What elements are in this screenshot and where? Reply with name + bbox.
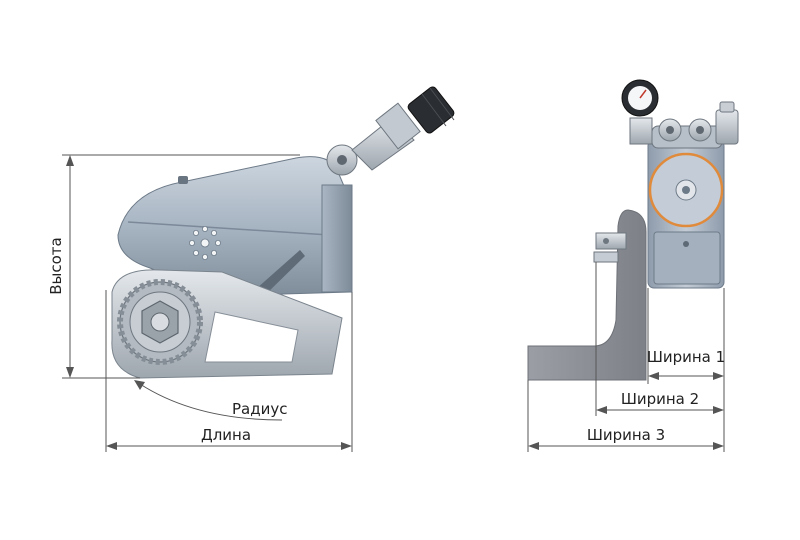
vent-rosette [188, 225, 221, 260]
rear-block [321, 184, 353, 293]
label-radius: Радиус [232, 400, 287, 418]
swivel-fitting-icon [326, 86, 455, 176]
top-stud [178, 176, 188, 184]
hydraulic-connector-icon [651, 101, 739, 149]
front-view [527, 79, 739, 381]
housing-ridge [127, 221, 346, 237]
side-view [111, 86, 455, 379]
label-width1: Ширина 1 [647, 348, 725, 366]
reaction-arm [527, 209, 647, 381]
label-width2: Ширина 2 [621, 390, 699, 408]
drive-square [595, 232, 627, 250]
pressure-gauge-icon [621, 79, 659, 145]
label-length: Длина [201, 426, 251, 444]
label-width3: Ширина 3 [587, 426, 665, 444]
dimension-lines [62, 154, 725, 452]
link-window [204, 311, 299, 363]
label-height: Высота [47, 237, 65, 295]
